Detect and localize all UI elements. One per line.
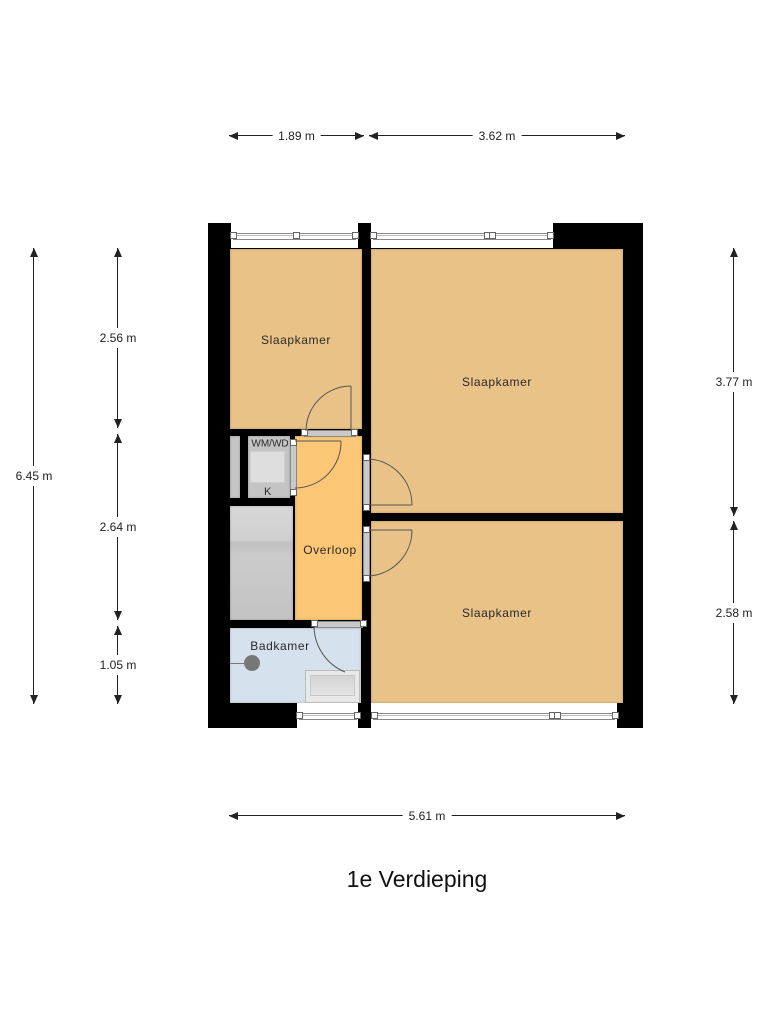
window-post <box>296 712 303 719</box>
dimension-top-left: 1.89 m <box>229 129 364 143</box>
dimension-left-1: 2.56 m <box>99 248 137 428</box>
label-slaapkamer-small: Slaapkamer <box>260 333 332 347</box>
wall-closet-divider <box>240 436 248 498</box>
window-post <box>293 232 300 239</box>
door-post <box>351 429 358 436</box>
dimension-left-total: 6.45 m <box>15 248 53 704</box>
dimension-label: 2.58 m <box>715 602 753 623</box>
dimension-label: 2.64 m <box>99 517 137 537</box>
dimension-bottom: 5.61 m <box>229 809 625 823</box>
label-badkamer: Badkamer <box>250 639 310 653</box>
label-slaapkamer-bottom: Slaapkamer <box>461 606 533 620</box>
dimension-label: 5.61 m <box>402 809 452 823</box>
room-slaapkamer-small <box>230 249 362 429</box>
dimension-top-right: 3.62 m <box>369 129 625 143</box>
dimension-label: 3.77 m <box>715 372 753 392</box>
dimension-left-3: 1.05 m <box>99 626 137 704</box>
washing-machine <box>250 451 285 483</box>
wall-middle-vertical-upper <box>362 249 371 437</box>
wall-closet-bottom <box>230 498 295 506</box>
wall-hall-bottom <box>230 620 370 628</box>
floor-title: 1e Verdieping <box>346 866 488 892</box>
bathtub <box>305 670 360 703</box>
window-post <box>230 232 237 239</box>
label-overloop: Overloop <box>303 543 357 557</box>
dimension-label: 3.62 m <box>472 129 522 143</box>
room-slaapkamer-bottom <box>371 521 623 703</box>
dimension-right-1: 3.77 m <box>715 248 753 516</box>
window-post <box>354 712 361 719</box>
room-overloop <box>295 436 362 620</box>
label-wm-wd: WM/WD <box>251 438 289 450</box>
door-post <box>363 454 370 461</box>
door-post <box>301 429 308 436</box>
closet-narrow <box>230 436 240 498</box>
door-post <box>360 620 367 627</box>
dimension-label: 6.45 m <box>15 466 53 486</box>
wall-right-divider <box>371 513 623 521</box>
window-post <box>489 232 496 239</box>
wall-small-bed-bottom <box>230 429 362 436</box>
dimension-label: 1.05 m <box>99 655 137 675</box>
shower-pipe <box>230 663 246 664</box>
dimension-label: 1.89 m <box>272 129 321 143</box>
stairwell <box>230 506 293 620</box>
dimension-left-2: 2.64 m <box>99 434 137 620</box>
window-post <box>371 712 378 719</box>
dimension-label: 2.56 m <box>99 328 137 348</box>
window-post <box>554 712 561 719</box>
door-post <box>290 439 297 446</box>
room-slaapkamer-large <box>371 249 623 513</box>
shower-head-icon <box>244 655 260 671</box>
dimension-right-2: 2.58 m <box>715 521 753 704</box>
label-k: K <box>264 486 272 498</box>
door-post <box>290 489 297 496</box>
door-post <box>363 575 370 582</box>
door-post <box>363 504 370 511</box>
window-post <box>612 712 619 719</box>
window-post <box>352 232 359 239</box>
window-post <box>547 232 554 239</box>
window-post <box>370 232 377 239</box>
label-slaapkamer-large: Slaapkamer <box>461 375 533 389</box>
